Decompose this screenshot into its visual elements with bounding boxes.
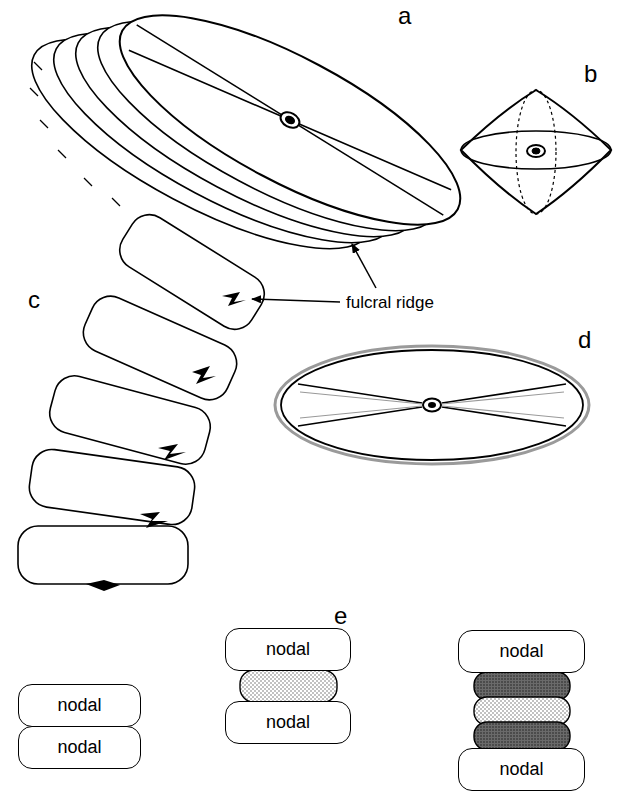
panel-letter: c <box>28 288 40 312</box>
nodal-cell: nodal <box>458 630 585 673</box>
node-label: nodal <box>499 641 543 662</box>
valve-view <box>275 346 589 464</box>
structure-label: fulcral ridge <box>346 294 434 311</box>
nodal-cell: nodal <box>18 726 141 769</box>
node-label: nodal <box>57 737 101 758</box>
node-label: nodal <box>57 695 101 716</box>
panel-letter: d <box>578 328 591 352</box>
valve-stack <box>5 0 487 288</box>
cell-chain <box>18 207 272 584</box>
cell-girdle-view <box>461 90 611 214</box>
panel-letter: e <box>334 604 347 628</box>
node-label: nodal <box>266 639 310 660</box>
node-label: nodal <box>266 712 310 733</box>
nodal-cell: nodal <box>225 701 351 744</box>
panel-letter: a <box>398 4 411 28</box>
panel-letter: b <box>584 62 597 86</box>
nodal-cell: nodal <box>18 684 141 727</box>
fulcral-ridge-marks <box>86 292 246 591</box>
nodal-cell: nodal <box>458 748 585 791</box>
nodal-cell: nodal <box>225 628 351 671</box>
node-label: nodal <box>499 759 543 780</box>
